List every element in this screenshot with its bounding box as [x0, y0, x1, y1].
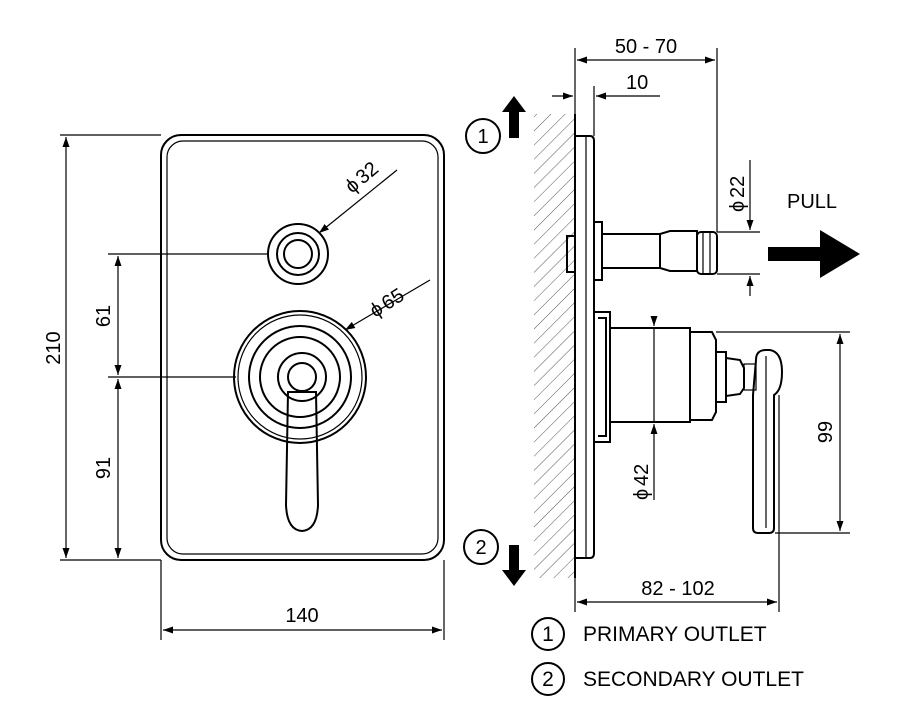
svg-text:2: 2: [542, 668, 554, 691]
dim-plate-offset-label: 10: [626, 72, 648, 94]
body-dia-label: 42: [631, 464, 653, 486]
dim-lower-spacing-label: 91: [93, 457, 115, 479]
pull-dia-symbol: ϕ: [727, 201, 749, 212]
pull-label: PULL: [787, 191, 837, 213]
dim-projection-label: 50 - 70: [615, 36, 677, 58]
dim-lever-projection-label: 82 - 102: [641, 578, 714, 600]
arrow-down-icon: [502, 545, 526, 586]
legend-item-primary: 1 PRIMARY OUTLET: [531, 617, 767, 651]
pull-arrow-icon: [768, 230, 860, 278]
body-dia-symbol: ϕ: [631, 489, 653, 500]
outlet-1-marker: 1: [465, 96, 526, 154]
mixer-body: [593, 311, 757, 443]
mixer-lever: [277, 352, 327, 533]
legend-secondary-label: SECONDARY OUTLET: [583, 668, 804, 691]
dim-lever-height-label: 99: [815, 421, 837, 443]
wall-hatch: [534, 114, 575, 578]
arrow-up-icon: [502, 96, 526, 138]
mixer-escutcheon: [233, 310, 367, 444]
pull-dia-label: 22: [727, 176, 749, 198]
svg-text:1: 1: [542, 623, 554, 646]
dim-width-label: 140: [285, 605, 318, 627]
cover-plate-inner: [166, 140, 439, 555]
lever-side: [752, 349, 784, 534]
cover-plate-side: [575, 135, 595, 559]
legend-item-secondary: 2 SECONDARY OUTLET: [531, 662, 804, 696]
dim-height-label: 210: [43, 331, 65, 364]
diverter-spindle: [566, 221, 718, 281]
legend-primary-label: PRIMARY OUTLET: [583, 623, 767, 646]
dim-upper-spacing-label: 61: [93, 305, 115, 327]
legend: 1 PRIMARY OUTLET 2 SECONDARY OUTLET: [531, 617, 804, 696]
cover-plate-outer: [160, 134, 445, 561]
svg-text:1: 1: [477, 126, 488, 148]
front-view: 210 61 91 140 ϕ 32 ϕ 65: [43, 134, 445, 640]
side-view: 50 - 70 10 ϕ 22 PULL 99 ϕ 42: [463, 36, 860, 612]
svg-text:2: 2: [475, 537, 486, 559]
outlet-2-marker: 2: [463, 529, 526, 586]
